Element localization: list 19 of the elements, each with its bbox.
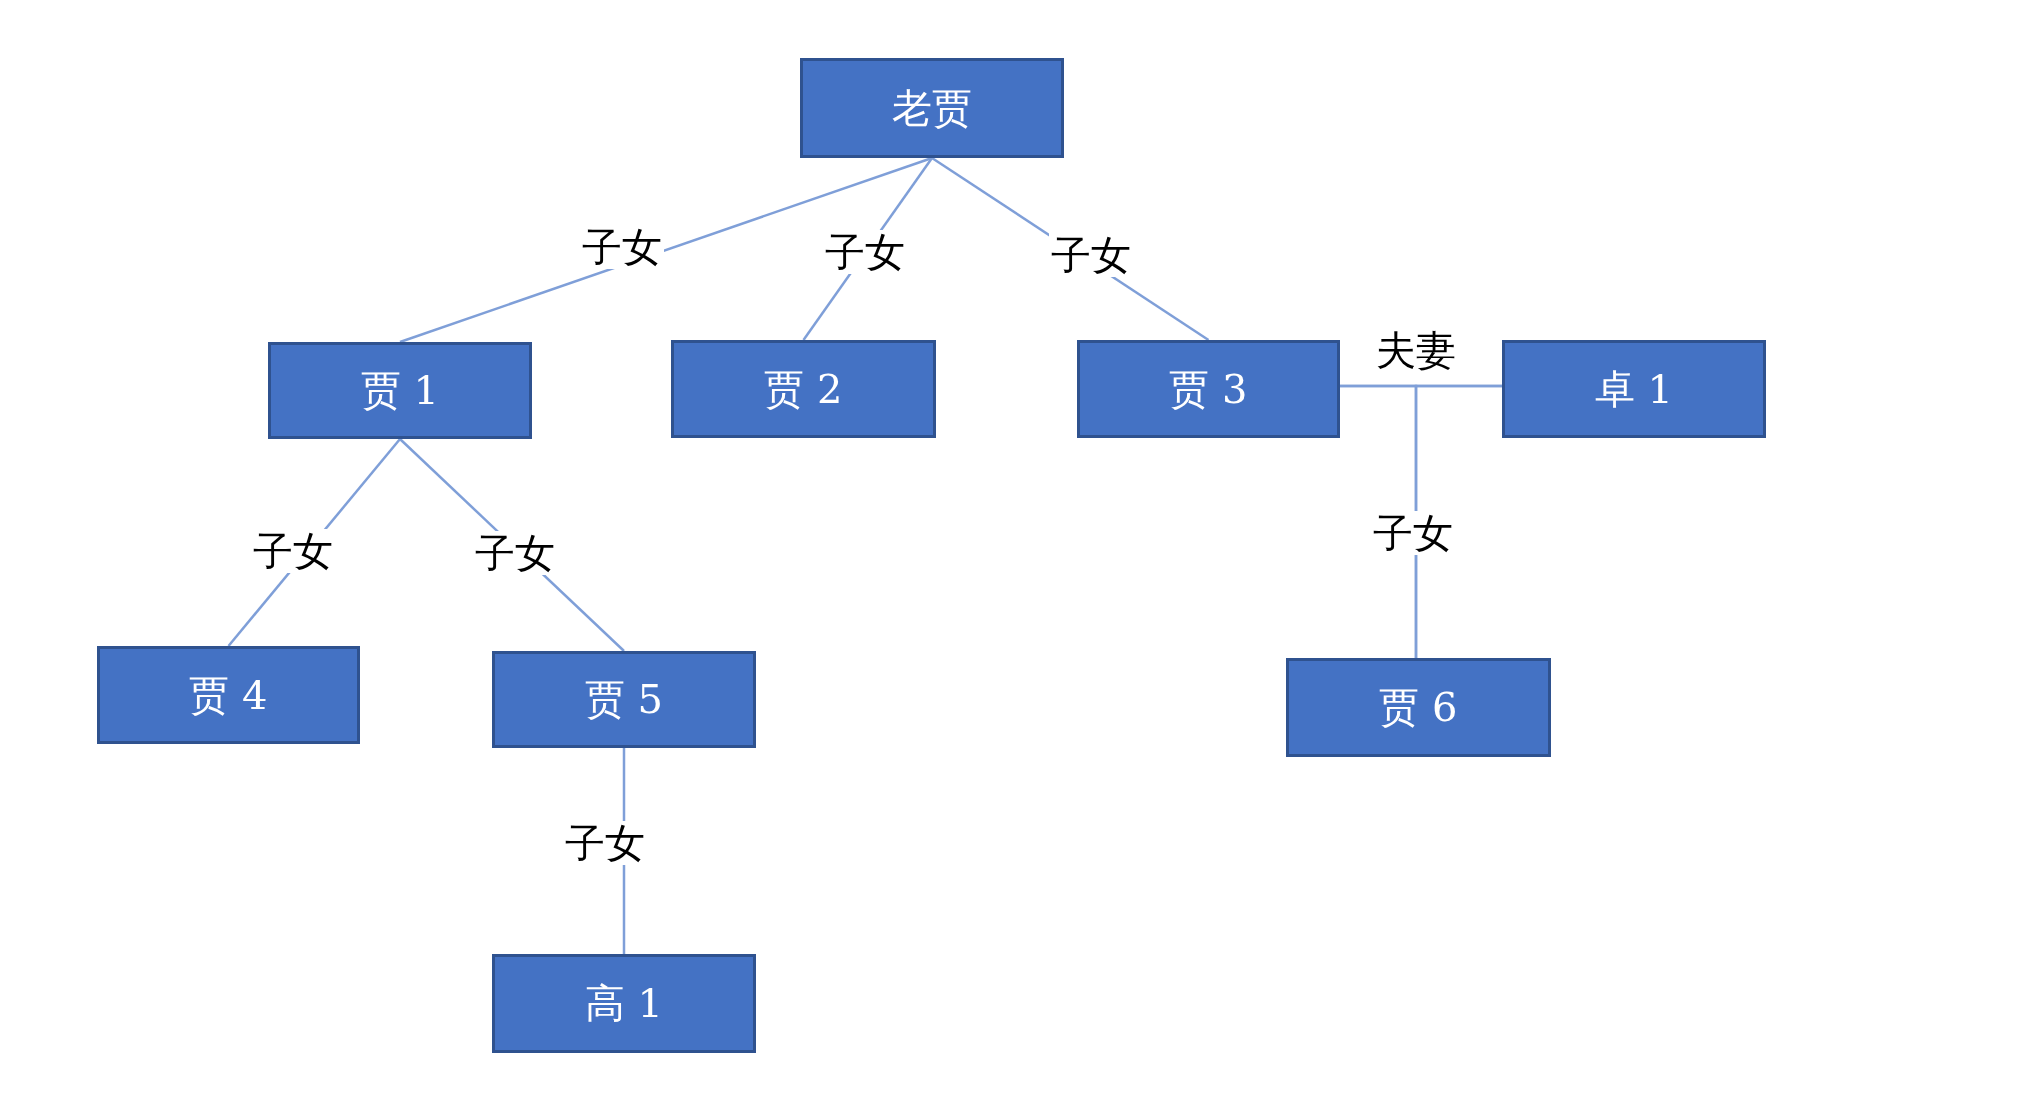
person-box: 贾 2	[671, 340, 936, 438]
edge-label: 子女	[1371, 511, 1455, 555]
person-box: 贾 5	[492, 651, 756, 748]
edge-label: 子女	[251, 529, 335, 573]
edge-label: 子女	[563, 821, 647, 865]
person-box: 高 1	[492, 954, 756, 1053]
person-box: 贾 6	[1286, 658, 1551, 757]
connector-line	[399, 156, 933, 344]
person-box: 卓 1	[1502, 340, 1766, 438]
edge-label: 子女	[580, 225, 664, 269]
person-box: 贾 4	[97, 646, 360, 744]
edge-label: 夫妻	[1374, 328, 1458, 372]
edge-label: 子女	[1049, 233, 1133, 277]
person-box: 贾 1	[268, 342, 532, 439]
edge-label: 子女	[473, 531, 557, 575]
connector-line	[1414, 384, 1502, 658]
person-box: 老贾	[800, 58, 1064, 158]
person-box: 贾 3	[1077, 340, 1340, 438]
edge-label: 子女	[823, 230, 907, 274]
